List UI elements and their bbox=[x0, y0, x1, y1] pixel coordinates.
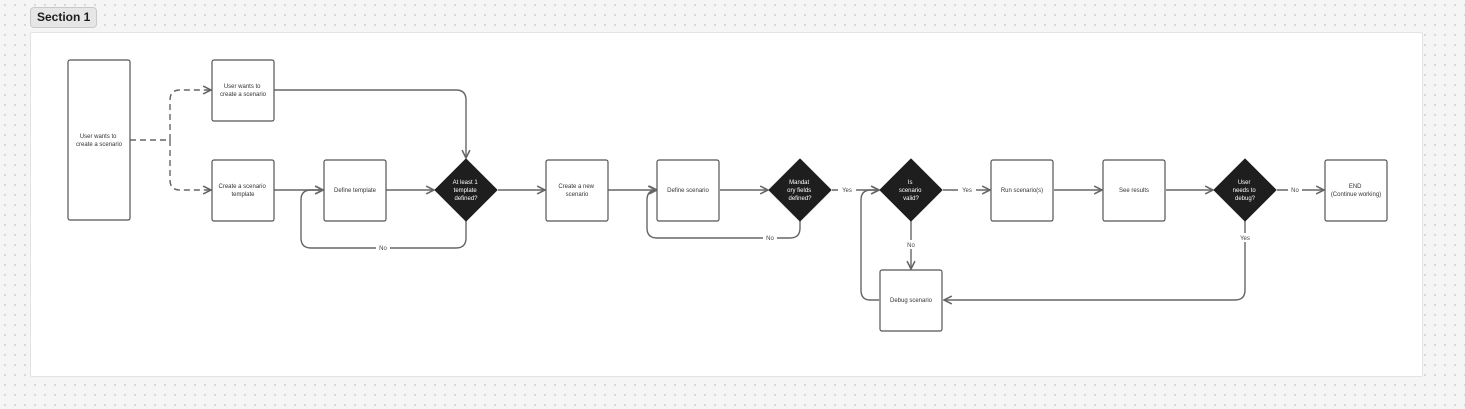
decision-template-defined-line-2: template bbox=[454, 188, 478, 194]
svg-text:Define template: Define template bbox=[334, 188, 377, 194]
node-debug-scenario[interactable]: Debug scenario bbox=[879, 269, 943, 332]
svg-text:Mandat ory fields: Mandat ory fields defined? bbox=[787, 180, 813, 202]
decision-scenario-valid-line-3: valid? bbox=[903, 196, 919, 202]
decision-mandatory-fields-line-1: Mandat bbox=[789, 180, 809, 186]
edges bbox=[130, 90, 1324, 300]
svg-text:User needs to debu: User needs to debug? bbox=[1233, 180, 1258, 202]
node-define-scenario[interactable]: Define scenario bbox=[656, 159, 720, 222]
node-user-wants-scenario[interactable]: User wants to create a scenario bbox=[211, 59, 275, 122]
svg-text:Create a scenario templa: Create a scenario template bbox=[218, 184, 267, 198]
decision-scenario-valid[interactable]: Is scenario valid? bbox=[879, 158, 943, 222]
node-user-wants-scenario-line-1: User wants to bbox=[224, 84, 261, 90]
node-create-template[interactable]: Create a scenario template bbox=[211, 159, 275, 222]
edge-split-to-user-wants bbox=[169, 90, 211, 140]
svg-text:Debug scenario: Debug scenario bbox=[890, 298, 933, 304]
decision-template-defined[interactable]: At least 1 template defined? bbox=[434, 158, 498, 222]
decision-scenario-valid-line-1: Is bbox=[908, 180, 913, 186]
edge-template-no-loop bbox=[300, 190, 467, 249]
node-create-template-line-2: template bbox=[231, 192, 255, 198]
svg-text:Create a new scenario: Create a new scenario bbox=[558, 184, 595, 198]
node-see-results-line-1: See results bbox=[1119, 188, 1149, 194]
svg-text:User wants to create a s: User wants to create a scenario bbox=[76, 134, 123, 148]
node-create-new-scenario[interactable]: Create a new scenario bbox=[545, 159, 609, 222]
svg-text:END (Continue working): END (Continue working) bbox=[1331, 184, 1381, 198]
node-start-scenario-line-2: create a scenario bbox=[76, 142, 123, 148]
decision-needs-debug-line-3: debug? bbox=[1235, 196, 1256, 202]
edge-label-debug-no: No bbox=[1291, 188, 1299, 194]
decision-needs-debug-line-1: User bbox=[1238, 180, 1251, 186]
edge-label-template-no: No bbox=[379, 246, 387, 252]
edge-mandatory-no-loop bbox=[646, 190, 801, 239]
svg-text:Run scenario(s): Run scenario(s) bbox=[1001, 188, 1043, 194]
edge-debug-to-valid bbox=[860, 190, 879, 301]
decision-mandatory-fields[interactable]: Mandat ory fields defined? bbox=[768, 158, 832, 222]
section-title[interactable]: Section 1 bbox=[30, 7, 98, 28]
node-run-scenarios[interactable]: Run scenario(s) bbox=[990, 159, 1054, 222]
decision-mandatory-fields-line-2: ory fields bbox=[787, 188, 811, 194]
node-debug-scenario-line-1: Debug scenario bbox=[890, 298, 933, 304]
node-end[interactable]: END (Continue working) bbox=[1324, 159, 1388, 222]
node-end-line-2: (Continue working) bbox=[1331, 192, 1381, 198]
node-define-scenario-line-1: Define scenario bbox=[667, 188, 709, 194]
node-define-template[interactable]: Define template bbox=[323, 159, 387, 222]
edge-needs-debug-yes-to-debug bbox=[944, 221, 1246, 300]
edge-label-debug-yes: Yes bbox=[1240, 236, 1250, 242]
svg-text:See results: See results bbox=[1119, 188, 1149, 194]
node-see-results[interactable]: See results bbox=[1102, 159, 1166, 222]
node-start-scenario-line-1: User wants to bbox=[80, 134, 117, 140]
node-create-template-line-1: Create a scenario bbox=[218, 184, 266, 190]
node-user-wants-scenario-line-2: create a scenario bbox=[220, 92, 267, 98]
svg-text:User wants to create a s: User wants to create a scenario bbox=[220, 84, 267, 98]
edge-user-wants-to-template-defined bbox=[274, 89, 466, 158]
edge-labels: No Yes No Yes No No Yes bbox=[376, 186, 1302, 252]
edge-label-mandatory-no: No bbox=[766, 236, 774, 242]
node-run-scenarios-line-1: Run scenario(s) bbox=[1001, 188, 1043, 194]
svg-text:At least 1 template: At least 1 template defined? bbox=[453, 180, 480, 202]
decision-template-defined-line-3: defined? bbox=[454, 196, 478, 202]
node-create-new-scenario-line-1: Create a new bbox=[558, 184, 594, 190]
svg-text:Is scenario valid?: Is scenario valid? bbox=[899, 180, 923, 202]
edge-label-valid-no: No bbox=[907, 243, 915, 249]
decision-needs-debug-line-2: needs to bbox=[1233, 188, 1257, 194]
edge-label-valid-yes: Yes bbox=[962, 188, 972, 194]
decision-needs-debug[interactable]: User needs to debug? bbox=[1213, 158, 1277, 222]
node-create-new-scenario-line-2: scenario bbox=[566, 192, 589, 198]
edge-split-to-create-template bbox=[169, 140, 211, 190]
decision-scenario-valid-line-2: scenario bbox=[899, 188, 922, 194]
edge-label-mandatory-yes: Yes bbox=[842, 188, 852, 194]
decision-mandatory-fields-line-3: defined? bbox=[788, 196, 812, 202]
svg-text:Define scenario: Define scenario bbox=[667, 188, 709, 194]
node-end-line-1: END bbox=[1349, 184, 1362, 190]
node-define-template-line-1: Define template bbox=[334, 188, 377, 194]
decision-template-defined-line-1: At least 1 bbox=[453, 180, 479, 186]
node-start-scenario[interactable]: User wants to create a scenario bbox=[67, 59, 131, 221]
